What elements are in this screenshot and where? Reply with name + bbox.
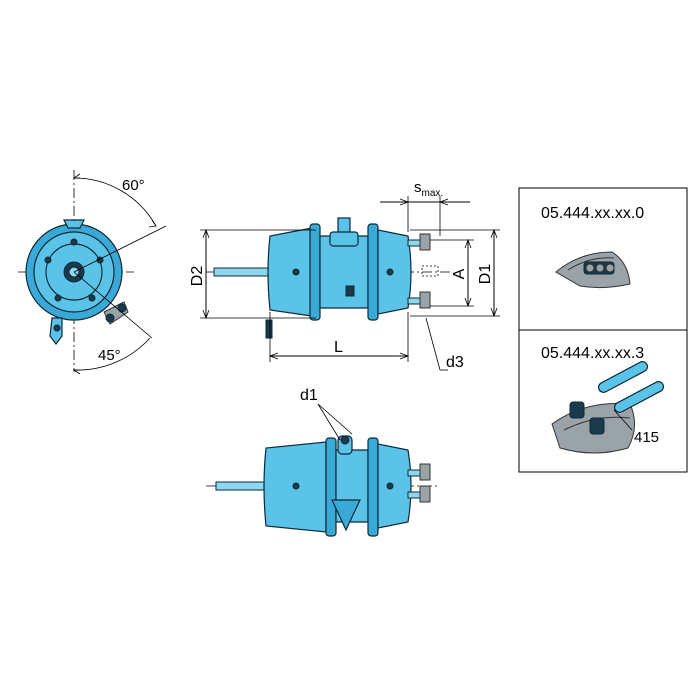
d2-label: D2 <box>189 266 206 287</box>
a-label: A <box>451 268 468 279</box>
d3-label: d3 <box>446 354 464 371</box>
variant-3-fitting <box>551 361 665 454</box>
s-label: smax. <box>414 179 443 199</box>
angle-45-label: 45° <box>98 347 121 364</box>
front-view <box>18 170 167 375</box>
d1-small-label: d1 <box>300 387 318 404</box>
s-letter: s <box>414 179 422 196</box>
variant-3-callout: 415 <box>634 429 659 446</box>
side-view <box>200 196 500 371</box>
s-subscript: max. <box>422 188 444 199</box>
variant-panel <box>518 187 688 473</box>
variant-0-fitting <box>555 251 631 289</box>
angle-60-label: 60° <box>122 177 145 194</box>
d1-label: D1 <box>477 264 494 285</box>
l-label: L <box>334 339 343 356</box>
variant-0-code: 05.444.xx.xx.0 <box>541 205 644 222</box>
bottom-view <box>206 403 440 537</box>
variant-3-code: 05.444.xx.xx.3 <box>541 345 644 362</box>
